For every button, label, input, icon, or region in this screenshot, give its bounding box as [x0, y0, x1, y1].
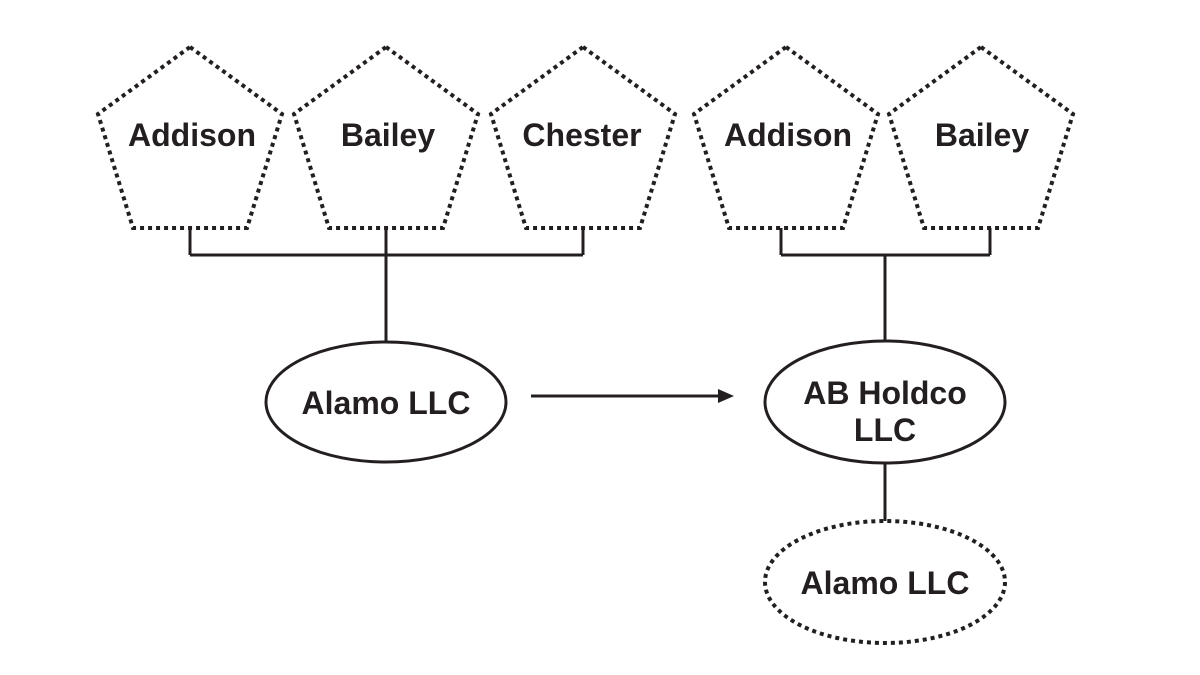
owner-pentagon-addison-before: Addison: [95, 44, 285, 230]
owner-label: Chester: [522, 117, 641, 153]
pentagon-shape: [488, 44, 678, 230]
owner-label: Addison: [128, 117, 256, 153]
before-connectors: [188, 228, 585, 342]
pentagon-shape: [291, 44, 481, 230]
arrow-head: [718, 389, 734, 403]
owner-label: Addison: [724, 117, 852, 153]
owner-label: Bailey: [935, 117, 1029, 153]
subsidiary-ellipse: Alamo LLC: [763, 519, 1007, 645]
owner-pentagon-chester-before: Chester: [488, 44, 678, 230]
holdco-label-line2: LLC: [854, 412, 916, 448]
pentagon-shape: [691, 44, 881, 230]
holdco-ellipse: AB Holdco LLC: [763, 339, 1007, 465]
ellipse-shape: [763, 519, 1007, 645]
owner-pentagon-bailey-before: Bailey: [291, 44, 481, 230]
owner-pentagon-bailey-after: Bailey: [886, 44, 1076, 230]
ellipse-shape: [763, 339, 1007, 465]
company-ellipse-before: Alamo LLC: [264, 340, 508, 464]
owner-label: Bailey: [341, 117, 435, 153]
subsidiary-label: Alamo LLC: [801, 565, 970, 601]
owner-pentagon-addison-after: Addison: [691, 44, 881, 230]
pentagon-shape: [95, 44, 285, 230]
after-connectors: [779, 228, 992, 521]
pentagon-shape: [886, 44, 1076, 230]
holdco-label-line1: AB Holdco: [803, 375, 967, 411]
transition-arrow: [531, 389, 734, 403]
company-label: Alamo LLC: [302, 385, 471, 421]
ellipse-shape: [264, 340, 508, 464]
